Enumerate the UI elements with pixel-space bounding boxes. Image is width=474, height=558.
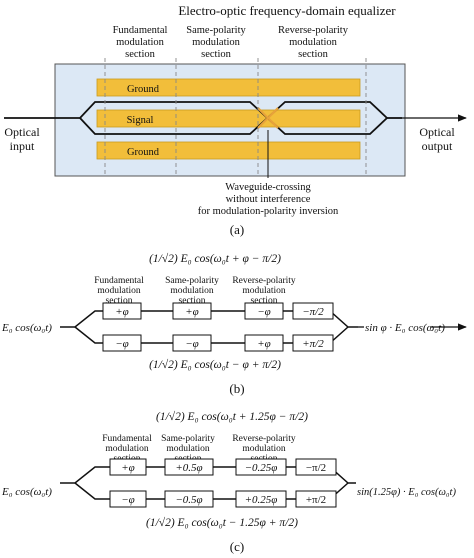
- b-box-top-1: [102, 302, 142, 320]
- svg-text:+π/2: +π/2: [302, 338, 324, 350]
- svg-text:Same-polarity: Same-polarity: [165, 276, 219, 286]
- svg-text:Waveguide-crossing: Waveguide-crossing: [225, 182, 311, 193]
- svg-text:section: section: [201, 49, 231, 60]
- b-box-bottom-2: [172, 334, 212, 352]
- c-box-bottom-3: [235, 490, 287, 508]
- panel-c-output-expression: sin(1.25φ) · E₀ cos(ω₀t): [357, 487, 456, 498]
- svg-text:section: section: [106, 296, 133, 306]
- caption-b: (b): [229, 381, 244, 396]
- svg-text:modulation: modulation: [192, 37, 241, 48]
- c-box-top-4: [295, 458, 337, 476]
- svg-text:Same-polarity: Same-polarity: [161, 434, 215, 444]
- section-label-same-polarity: Same-polarity modulation section: [186, 25, 246, 60]
- svg-text:for modulation-polarity invers: for modulation-polarity inversion: [198, 206, 339, 217]
- panel-b-top-expression: (1/√2) E₀ cos(ω₀t + φ − π/2): [149, 252, 281, 265]
- b-box-bottom-4: [292, 334, 334, 352]
- panel-b-input-expression: E₀ cos(ω₀t): [1, 322, 52, 334]
- svg-text:section: section: [298, 49, 328, 60]
- section-dividers: [104, 58, 367, 176]
- svg-text:−π/2: −π/2: [302, 306, 324, 318]
- svg-text:Optical: Optical: [419, 125, 455, 139]
- panel-b-output-expression: sin φ · E₀ cos(ω₀t): [365, 322, 445, 334]
- svg-text:Same-polarity: Same-polarity: [186, 25, 246, 36]
- svg-text:+0.25φ: +0.25φ: [245, 494, 278, 506]
- b-box-top-3: [244, 302, 284, 320]
- svg-text:Fundamental: Fundamental: [94, 276, 144, 286]
- panel-c: (1/√2) E₀ cos(ω₀t + 1.25φ − π/2) Fundame…: [1, 410, 456, 554]
- svg-text:section: section: [125, 49, 155, 60]
- ground-top-label: Ground: [127, 84, 160, 95]
- panel-a: Electro-optic frequency-domain equalizer…: [4, 3, 467, 237]
- section-label-fundamental: Fundamental modulation section: [113, 25, 168, 60]
- svg-text:+φ: +φ: [185, 306, 199, 318]
- panel-c-boxes: +φ +0.5φ −0.25φ −π/2 −φ −0.5φ +0.25φ +π/…: [109, 458, 337, 508]
- ground-electrode-top: [96, 78, 361, 97]
- svg-text:section: section: [251, 296, 278, 306]
- svg-text:modulation: modulation: [166, 444, 210, 454]
- c-box-top-2: [164, 458, 214, 476]
- caption-c: (c): [230, 539, 244, 554]
- panel-b-bottom-expression: (1/√2) E₀ cos(ω₀t − φ + π/2): [149, 358, 281, 371]
- waveguide-crossing-mark: [257, 107, 279, 129]
- c-box-bottom-1: [109, 490, 147, 508]
- b-box-top-4: [292, 302, 334, 320]
- panel-c-bottom-expression: (1/√2) E₀ cos(ω₀t − 1.25φ + π/2): [146, 516, 298, 529]
- c-box-top-1: [109, 458, 147, 476]
- crossing-note: Waveguide-crossing without interference …: [198, 182, 339, 217]
- svg-text:modulation: modulation: [116, 37, 165, 48]
- svg-text:+π/2: +π/2: [306, 494, 326, 506]
- svg-text:modulation: modulation: [97, 286, 141, 296]
- panel-b-interferometer: [60, 310, 358, 344]
- c-box-top-3: [235, 458, 287, 476]
- svg-text:+φ: +φ: [121, 462, 135, 474]
- c-box-bottom-4: [295, 490, 337, 508]
- ground-electrode-bottom: [96, 141, 361, 160]
- svg-text:modulation: modulation: [289, 37, 338, 48]
- svg-text:modulation: modulation: [170, 286, 214, 296]
- signal-electrode: [96, 109, 361, 128]
- svg-text:Reverse-polarity: Reverse-polarity: [232, 276, 296, 286]
- svg-text:without interference: without interference: [226, 194, 311, 205]
- panel-c-input-expression: E₀ cos(ω₀t): [1, 486, 52, 498]
- panel-c-top-expression: (1/√2) E₀ cos(ω₀t + 1.25φ − π/2): [156, 410, 308, 423]
- svg-text:−π/2: −π/2: [306, 462, 326, 474]
- svg-text:+φ: +φ: [115, 306, 129, 318]
- svg-text:+0.5φ: +0.5φ: [175, 462, 202, 474]
- b-box-top-2: [172, 302, 212, 320]
- svg-text:Fundamental: Fundamental: [102, 434, 152, 444]
- svg-text:modulation: modulation: [242, 444, 286, 454]
- ground-bottom-label: Ground: [127, 147, 160, 158]
- svg-text:Reverse-polarity: Reverse-polarity: [232, 434, 296, 444]
- svg-text:output: output: [422, 139, 453, 153]
- svg-text:Reverse-polarity: Reverse-polarity: [278, 25, 349, 36]
- b-box-bottom-1: [102, 334, 142, 352]
- svg-text:−φ: −φ: [115, 338, 129, 350]
- svg-text:Fundamental: Fundamental: [113, 25, 168, 36]
- svg-text:modulation: modulation: [105, 444, 149, 454]
- panel-b-section-labels: Fundamental modulation section Same-pola…: [94, 276, 296, 306]
- panel-b: (1/√2) E₀ cos(ω₀t + φ − π/2) Fundamental…: [1, 252, 467, 396]
- svg-text:−φ: −φ: [185, 338, 199, 350]
- signal-label: Signal: [127, 115, 154, 126]
- svg-text:−φ: −φ: [121, 494, 135, 506]
- b-box-bottom-3: [244, 334, 284, 352]
- panel-a-title: Electro-optic frequency-domain equalizer: [178, 3, 396, 18]
- section-label-reverse-polarity: Reverse-polarity modulation section: [278, 25, 349, 60]
- svg-text:+φ: +φ: [257, 338, 271, 350]
- svg-text:modulation: modulation: [242, 286, 286, 296]
- svg-text:−0.25φ: −0.25φ: [245, 462, 278, 474]
- caption-a: (a): [230, 222, 244, 237]
- svg-text:−0.5φ: −0.5φ: [175, 494, 202, 506]
- svg-text:input: input: [10, 139, 35, 153]
- svg-text:Optical: Optical: [4, 125, 40, 139]
- panel-b-boxes: +φ +φ −φ −π/2 −φ −φ +φ +π/2: [102, 302, 334, 352]
- svg-text:−φ: −φ: [257, 306, 271, 318]
- c-box-bottom-2: [164, 490, 214, 508]
- optical-output-label: Optical output: [419, 125, 455, 153]
- svg-text:section: section: [179, 296, 206, 306]
- optical-input-label: Optical input: [4, 125, 40, 153]
